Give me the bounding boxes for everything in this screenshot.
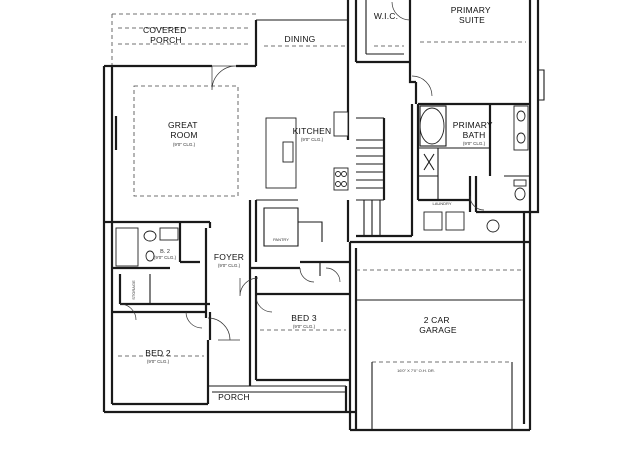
bath2-tub bbox=[115, 227, 139, 267]
bed3-ceiling: (9'0" CLG.) bbox=[293, 324, 316, 329]
garage-label: 2 CAR GARAGE bbox=[419, 315, 457, 335]
ceiling-lines bbox=[118, 27, 526, 357]
pantry-label: PANTRY bbox=[273, 237, 289, 242]
great-room-label: GREAT ROOM bbox=[168, 120, 200, 140]
exterior-walls bbox=[102, 0, 545, 432]
range bbox=[333, 167, 349, 191]
interior-walls bbox=[112, 70, 530, 386]
kitchen-ceiling: (9'0" CLG.) bbox=[301, 137, 324, 142]
primary-bath-label: PRIMARY BATH bbox=[453, 120, 495, 140]
bed3-label: BED 3 bbox=[291, 313, 317, 323]
bathtub bbox=[419, 107, 445, 145]
fixtures bbox=[114, 105, 529, 267]
great-room-ceiling: (9'0" CLG.) bbox=[173, 142, 196, 147]
covered-porch-label: COVERED PORCH bbox=[143, 25, 189, 45]
bed2-ceiling: (9'0" CLG.) bbox=[147, 359, 170, 364]
garage-door-label: 16'0" X 7'0" O.H. DR. bbox=[397, 368, 435, 373]
primary-suite-label: PRIMARY SUITE bbox=[451, 5, 493, 25]
kitchen-label: KITCHEN bbox=[293, 126, 332, 136]
wic-label: W.I.C. bbox=[374, 11, 398, 21]
primary-bath-ceiling: (9'0" CLG.) bbox=[463, 141, 486, 146]
porch-label: PORCH bbox=[218, 392, 250, 402]
bath2-label: B. 2 bbox=[160, 249, 170, 255]
refrigerator bbox=[333, 111, 349, 137]
stairs bbox=[356, 139, 384, 236]
bath2-ceiling: (9'0" CLG.) bbox=[154, 255, 177, 260]
foyer-label: FOYER bbox=[214, 252, 244, 262]
dining-label: DINING bbox=[285, 34, 316, 44]
room-labels: COVERED PORCH DINING W.I.C. PRIMARY SUIT… bbox=[131, 5, 495, 402]
laundry-label: LAUNDRY bbox=[432, 201, 451, 206]
kitchen-sink bbox=[282, 141, 294, 163]
toilet bbox=[514, 187, 526, 201]
bed2-label: BED 2 bbox=[145, 348, 171, 358]
foyer-ceiling: (9'0" CLG.) bbox=[218, 263, 241, 268]
door-swings bbox=[119, 1, 485, 341]
storage-label: STORAGE bbox=[131, 280, 136, 300]
